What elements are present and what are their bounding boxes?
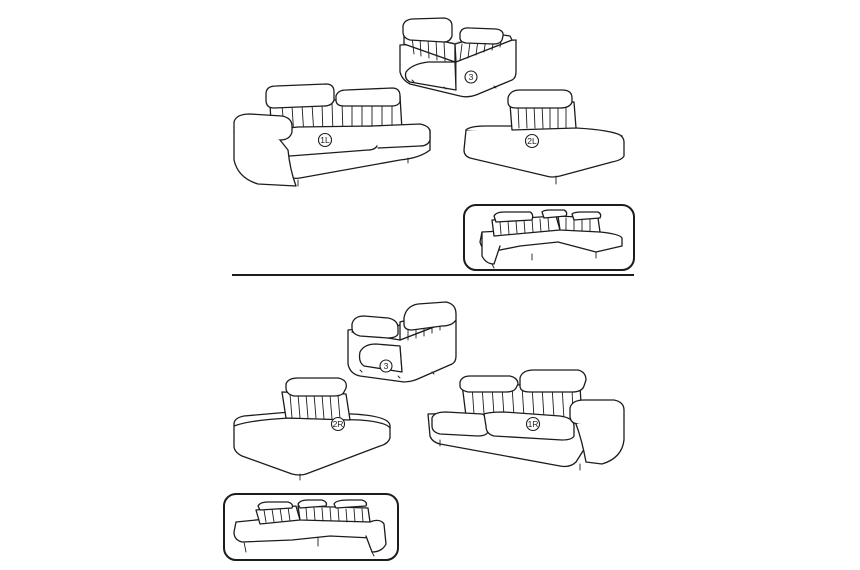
corner-module-bottom: 3 (347, 301, 457, 383)
assembled-preview-top (463, 204, 635, 271)
sofa-module-1R: 1R (427, 369, 625, 471)
module-label-3-bottom: 3 (384, 361, 389, 371)
bottom-section: 3 2R 1R (223, 301, 625, 561)
corner-module-top: 3 (399, 17, 517, 98)
module-label-1R: 1R (528, 419, 539, 429)
sofa-module-1L: 1L (233, 83, 431, 187)
module-badge-1L (317, 132, 333, 148)
module-badge-3-bottom (379, 359, 393, 373)
chaise-module-2L: 2L (463, 89, 625, 185)
module-badge-2R (330, 416, 346, 432)
top-section: 3 1L (232, 17, 635, 276)
module-badge-3-top (464, 70, 478, 84)
module-badge-2L (524, 133, 540, 149)
module-badge-1R (525, 416, 541, 432)
module-label-1L: 1L (320, 135, 330, 145)
assembled-preview-bottom (223, 493, 399, 561)
module-label-2L: 2L (527, 136, 537, 146)
chaise-module-2R: 2R (233, 377, 391, 481)
module-label-2R: 2R (333, 419, 344, 429)
module-label-3-top: 3 (469, 72, 474, 82)
